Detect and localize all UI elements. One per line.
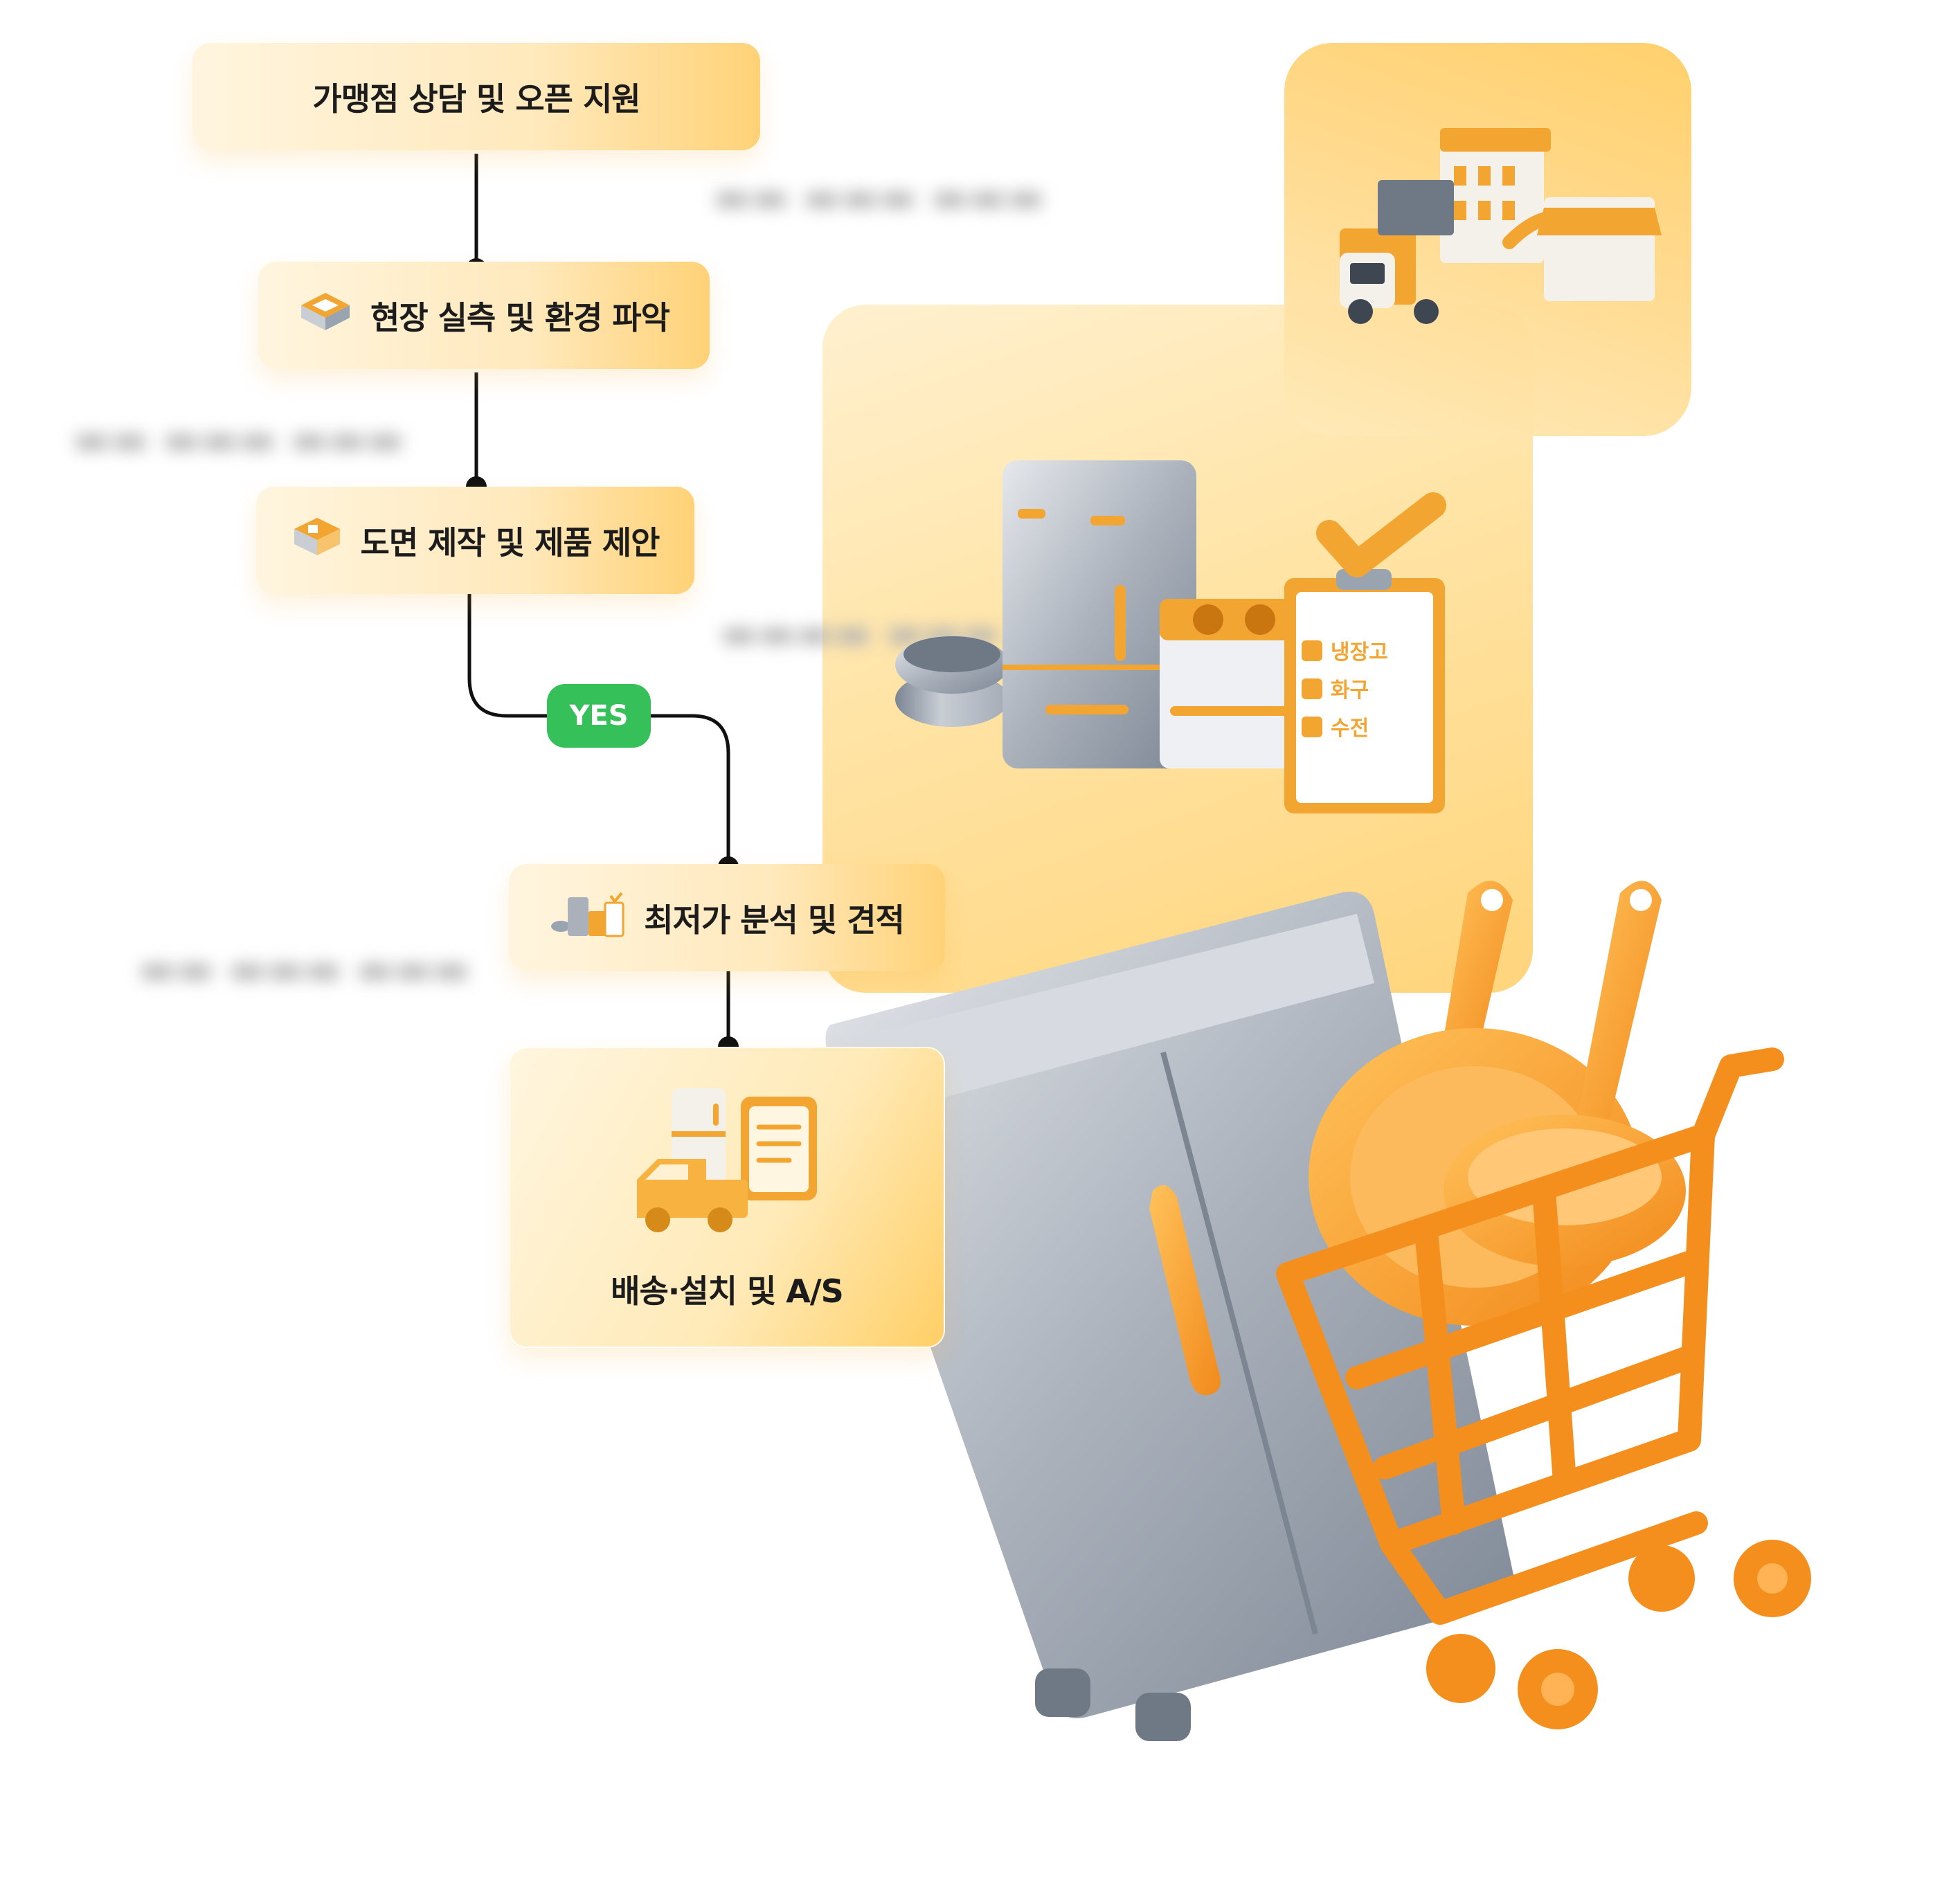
delivery-truck-icon	[630, 1083, 824, 1243]
step-label: 최저가 분석 및 견적	[644, 901, 905, 939]
kitchen-equipment-icon	[550, 889, 626, 946]
blurred-caption: ▬▬ ▬▬▬ ▬▬▬	[713, 173, 1045, 220]
floorplan-icon	[298, 290, 352, 341]
blurred-caption: ▬▬ ▬▬▬ ▬▬▬	[138, 945, 470, 992]
yes-decision-badge: YES	[547, 684, 651, 748]
step-consult: 가맹점 상담 및 오픈 지원	[192, 43, 760, 150]
step-label: 도면 제작 및 제품 제안	[360, 523, 660, 561]
step-survey: 현장 실측 및 환경 파악	[258, 262, 710, 369]
step-quote: 최저가 분석 및 견적	[509, 864, 945, 971]
step-label: 가맹점 상담 및 오픈 지원	[312, 80, 640, 118]
blurred-caption: ▬▬ ▬▬▬ ▬▬▬	[73, 415, 404, 462]
checklist-item: 수전	[1331, 717, 1369, 741]
checklist-item: 화구	[1331, 678, 1369, 703]
step-drawing: 도면 제작 및 제품 제안	[256, 487, 694, 594]
checklist-item: 냉장고	[1331, 640, 1388, 665]
step-label: 현장 실측 및 환경 파악	[370, 298, 670, 336]
step-delivery: 배송·설치 및 A/S	[509, 1047, 945, 1348]
blueprint-icon	[291, 515, 343, 566]
step-label: 배송·설치 및 A/S	[611, 1272, 844, 1310]
